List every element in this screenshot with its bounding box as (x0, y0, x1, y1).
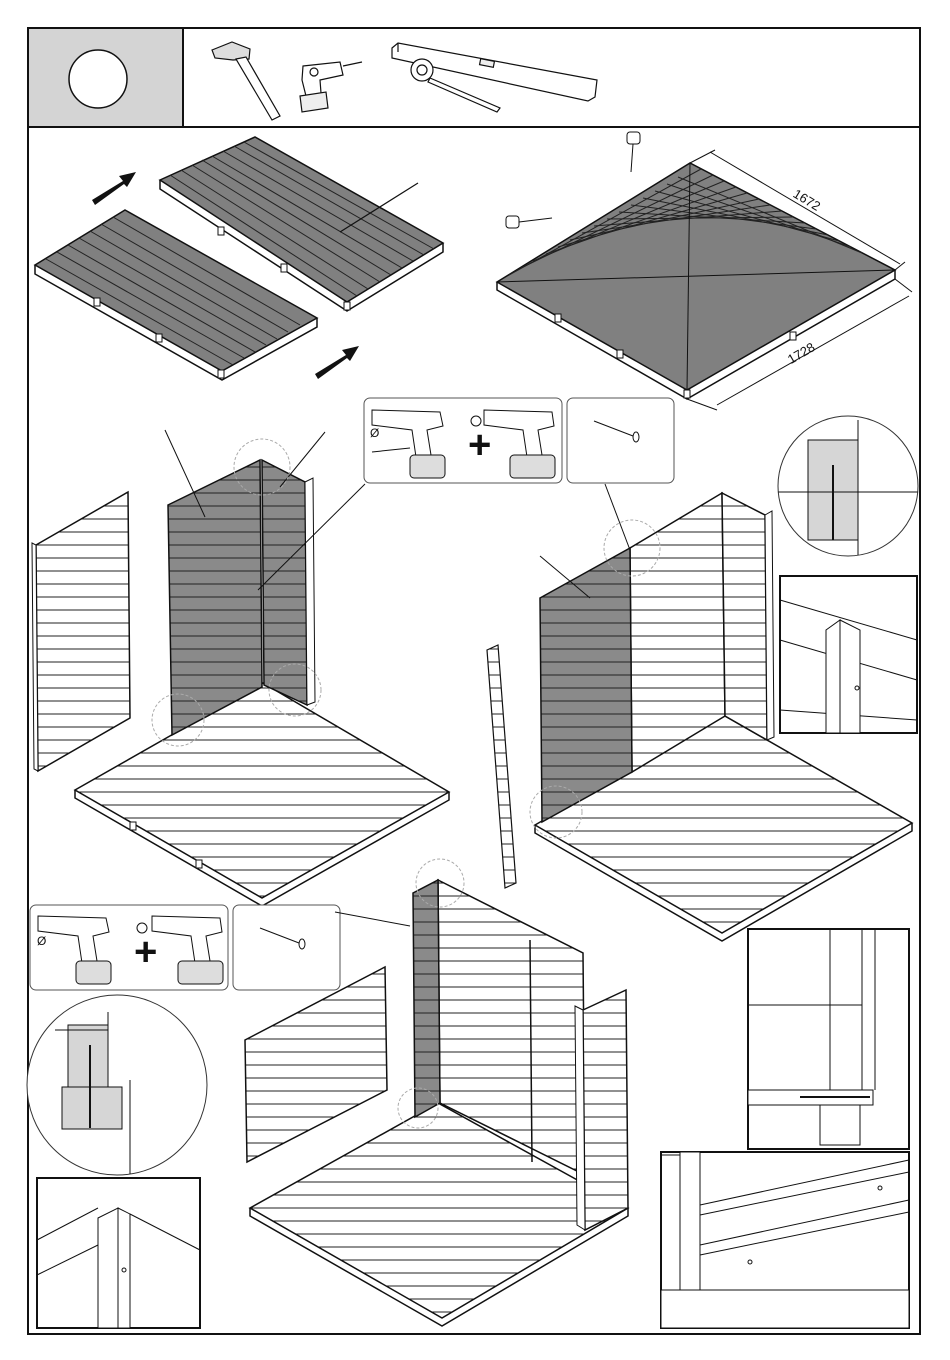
plus-sign: + (468, 423, 491, 467)
step-number-circle (69, 50, 127, 108)
wall-panel-side (575, 990, 628, 1230)
screw-callout-box (233, 905, 340, 990)
corner-post (487, 645, 516, 888)
cordless-drill-icon (300, 62, 362, 112)
drill-bit-symbol: Ø (37, 934, 46, 948)
tape-measure-icon (506, 216, 552, 228)
tape-measure-icon (627, 132, 640, 172)
spirit-level-and-tape-measure-icon (392, 43, 597, 112)
wall-panel-loose (32, 492, 130, 771)
wall-panel-gray (168, 460, 315, 735)
plus-sign: + (134, 930, 157, 974)
arrow-right-up-icon (92, 172, 136, 205)
wall-panel-back (630, 493, 774, 772)
floor-panel (75, 683, 449, 906)
phillips-bit-icon (471, 416, 481, 426)
arrow-right-up-icon (315, 346, 359, 379)
wall-panel-gray (413, 880, 440, 1117)
detail-magnifier (27, 995, 207, 1175)
assembled-floor (497, 163, 895, 399)
drill-bit-symbol: Ø (370, 426, 379, 440)
floor-depth-dimension: 1728 (785, 339, 818, 366)
wall-panel-loose (245, 967, 387, 1162)
screw-callout-box (567, 398, 674, 483)
hammer-icon (212, 42, 280, 120)
phillips-bit-icon (137, 923, 147, 933)
